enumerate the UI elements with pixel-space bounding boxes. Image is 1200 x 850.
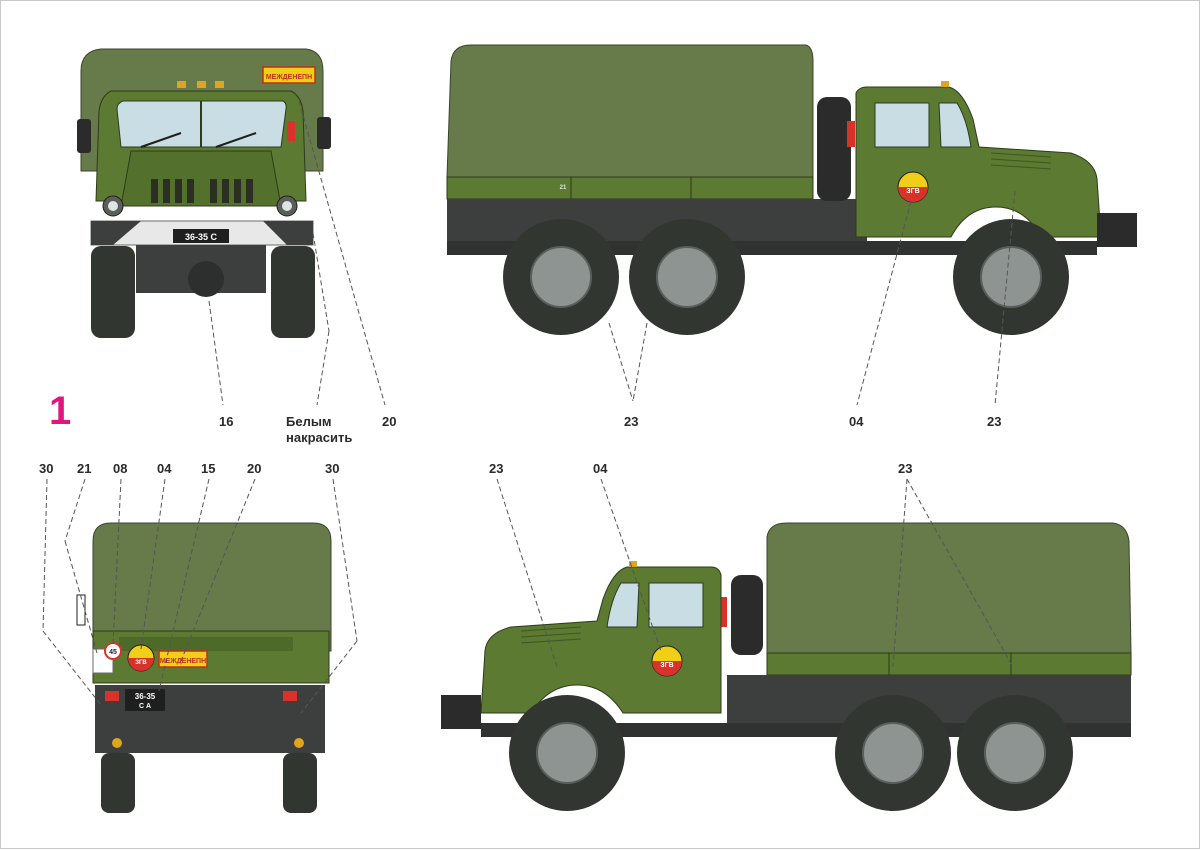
left-rear-wheel-1 [835, 695, 951, 811]
rear-wheel-1 [503, 219, 619, 335]
callout-04-rear: 04 [157, 461, 172, 476]
rear-emblem-text: ЗГВ [135, 660, 147, 666]
callout-30-left: 30 [39, 461, 54, 476]
scheme-number: 1 [49, 389, 72, 433]
leader-lines [42, 100, 1016, 714]
front-sign-text: МЕЖДЕНЕПН [266, 74, 312, 81]
rear-plate-text-bottom: С А [139, 703, 151, 710]
callout-20: 20 [382, 414, 397, 429]
left-rear-wheel-2 [957, 695, 1073, 811]
right-side-emblem-text: ЗГВ [906, 188, 919, 195]
rear-sign-text: МЕЖДЕНЕПН [160, 658, 206, 665]
callout-15: 15 [201, 461, 216, 476]
callout-04-door: 04 [849, 414, 864, 429]
callout-08: 08 [113, 461, 128, 476]
callout-23-hood: 23 [987, 414, 1002, 429]
truck-left-side-view [441, 522, 1132, 811]
callout-04-left-door: 04 [593, 461, 608, 476]
callout-30-right: 30 [325, 461, 340, 476]
left-side-emblem-text: ЗГВ [660, 662, 673, 669]
truck-right-side-view [446, 44, 1137, 335]
hatch-mark-text: 21 [560, 185, 567, 191]
callout-23-left-cargo: 23 [898, 461, 913, 476]
callout-23-left-hood: 23 [489, 461, 504, 476]
note-line-1: Белым [286, 414, 332, 429]
truck-rear-view [76, 522, 332, 813]
front-wheel [953, 219, 1069, 335]
speed-limit-text: 45 [109, 649, 117, 656]
rear-wheel-2 [629, 219, 745, 335]
callout-21: 21 [77, 461, 92, 476]
callout-20-rear: 20 [247, 461, 262, 476]
callout-23-rear-wheels: 23 [624, 414, 639, 429]
left-front-wheel [509, 695, 625, 811]
note-line-2: накрасить [286, 430, 353, 445]
callout-16: 16 [219, 414, 234, 429]
roof-light-icon [177, 81, 186, 88]
paint-white-note: Белым накрасить [286, 414, 352, 446]
front-plate-text: 36-35 С [185, 232, 218, 242]
rear-plate-text-top: 36-35 [135, 692, 156, 701]
truck-front-view [77, 48, 331, 338]
